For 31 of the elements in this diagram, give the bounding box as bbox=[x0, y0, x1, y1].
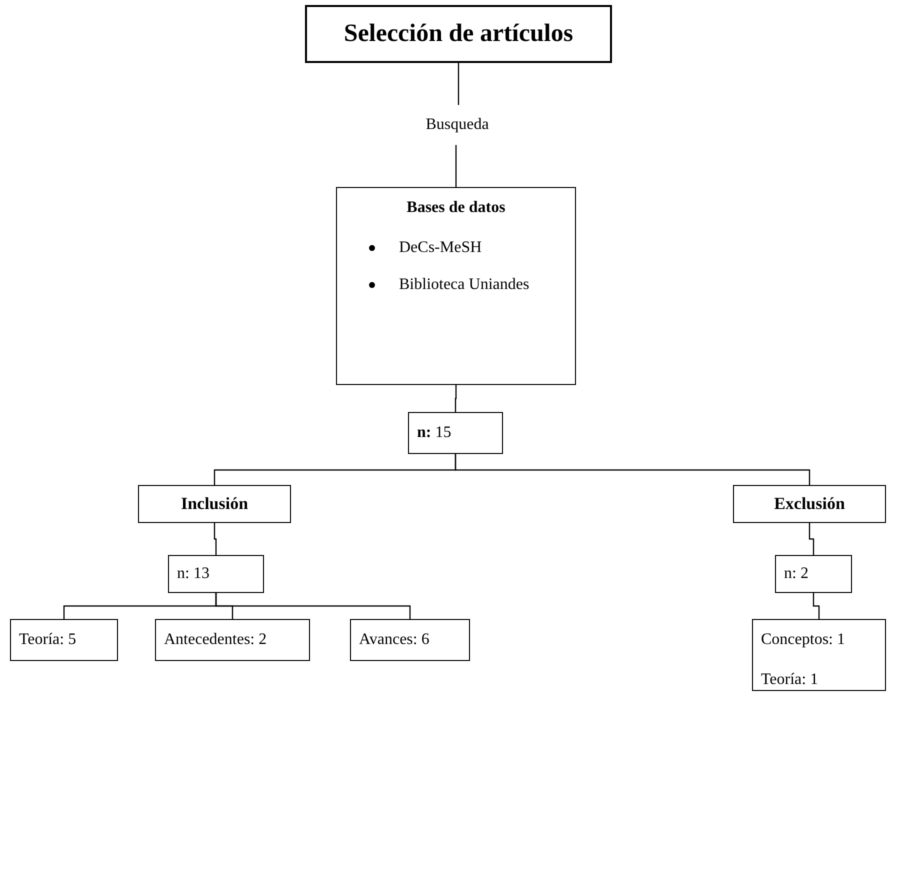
process-box bbox=[10, 619, 118, 661]
list-item: Biblioteca Uniandes bbox=[399, 275, 530, 295]
node-label: Exclusión bbox=[774, 493, 845, 516]
node-heading: Bases de datos bbox=[406, 198, 506, 218]
process-box bbox=[138, 485, 291, 523]
process-box bbox=[350, 619, 470, 661]
node-label: Teoría: 1 bbox=[761, 670, 820, 690]
node-label: n: 13 bbox=[176, 564, 210, 584]
process-box bbox=[336, 187, 576, 385]
connector-line bbox=[454, 385, 457, 412]
connector-line bbox=[808, 523, 814, 555]
process-box bbox=[155, 619, 310, 661]
process-box bbox=[305, 5, 612, 63]
process-box bbox=[408, 412, 503, 454]
connector-line bbox=[214, 523, 217, 555]
node-label: Avances: 6 bbox=[358, 630, 430, 650]
node-label: Antecedentes: 2 bbox=[163, 630, 268, 650]
process-box bbox=[168, 555, 264, 593]
process-box bbox=[775, 555, 852, 593]
node-label: n: 2 bbox=[783, 564, 810, 584]
connector-line bbox=[812, 593, 820, 619]
node-label: n: 15 bbox=[416, 423, 452, 443]
process-box bbox=[752, 619, 886, 691]
title-text: Selección de artículos bbox=[344, 19, 574, 50]
node-label: Conceptos: 1 bbox=[761, 630, 846, 650]
process-box bbox=[733, 485, 886, 523]
connector-line bbox=[454, 454, 810, 485]
connector-line bbox=[215, 593, 411, 619]
node-label: Teoría: 5 bbox=[18, 630, 78, 650]
node-label: Inclusión bbox=[180, 493, 248, 516]
list-item: DeCs-MeSH bbox=[399, 238, 482, 258]
